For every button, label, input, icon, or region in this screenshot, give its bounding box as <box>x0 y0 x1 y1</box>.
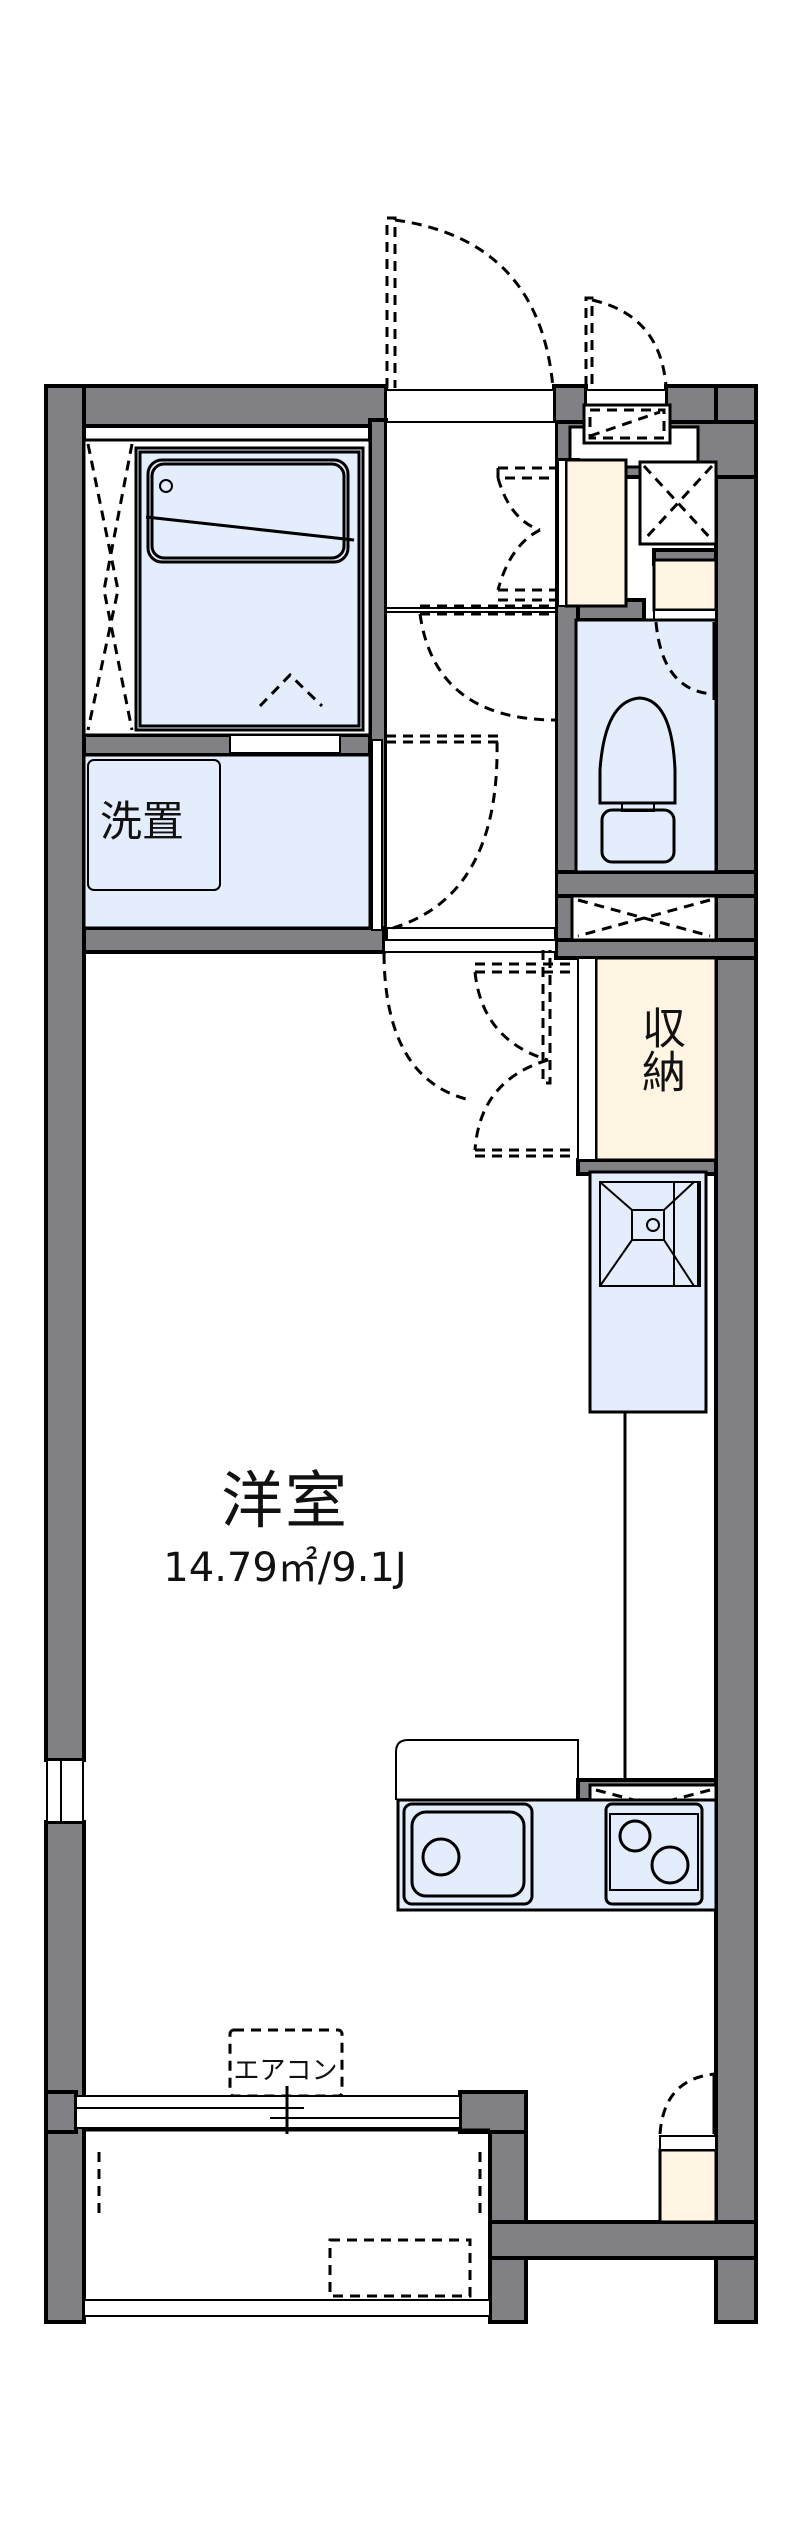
main-room <box>84 939 578 1158</box>
small-storage <box>652 558 718 621</box>
washer-area <box>588 1170 708 1780</box>
exterior-walls <box>44 384 758 2324</box>
pipe-shaft-2 <box>570 894 718 942</box>
left-window <box>46 1759 84 1823</box>
entrance-door <box>385 216 555 423</box>
balcony-window <box>75 2086 461 2134</box>
hallway <box>371 421 560 932</box>
storage-label: 収納 <box>634 1005 685 1093</box>
bathroom <box>82 438 372 737</box>
toilet-room <box>574 618 718 874</box>
washroom <box>82 734 372 930</box>
storage-closet <box>577 956 718 1162</box>
kitchen-counter <box>395 1739 718 1912</box>
meter-box-door <box>584 296 668 423</box>
room-name-western-room: 洋室 <box>220 1464 349 1537</box>
washer-space-label: 洗置 <box>100 797 185 846</box>
corner-storage <box>658 2072 718 2224</box>
shoe-closet <box>557 458 628 608</box>
balcony <box>83 2128 491 2317</box>
pipe-shaft <box>638 460 718 546</box>
room-area: 14.79㎡/9.1J <box>163 1545 407 1591</box>
air-conditioner-label: エアコン <box>233 2056 338 2086</box>
